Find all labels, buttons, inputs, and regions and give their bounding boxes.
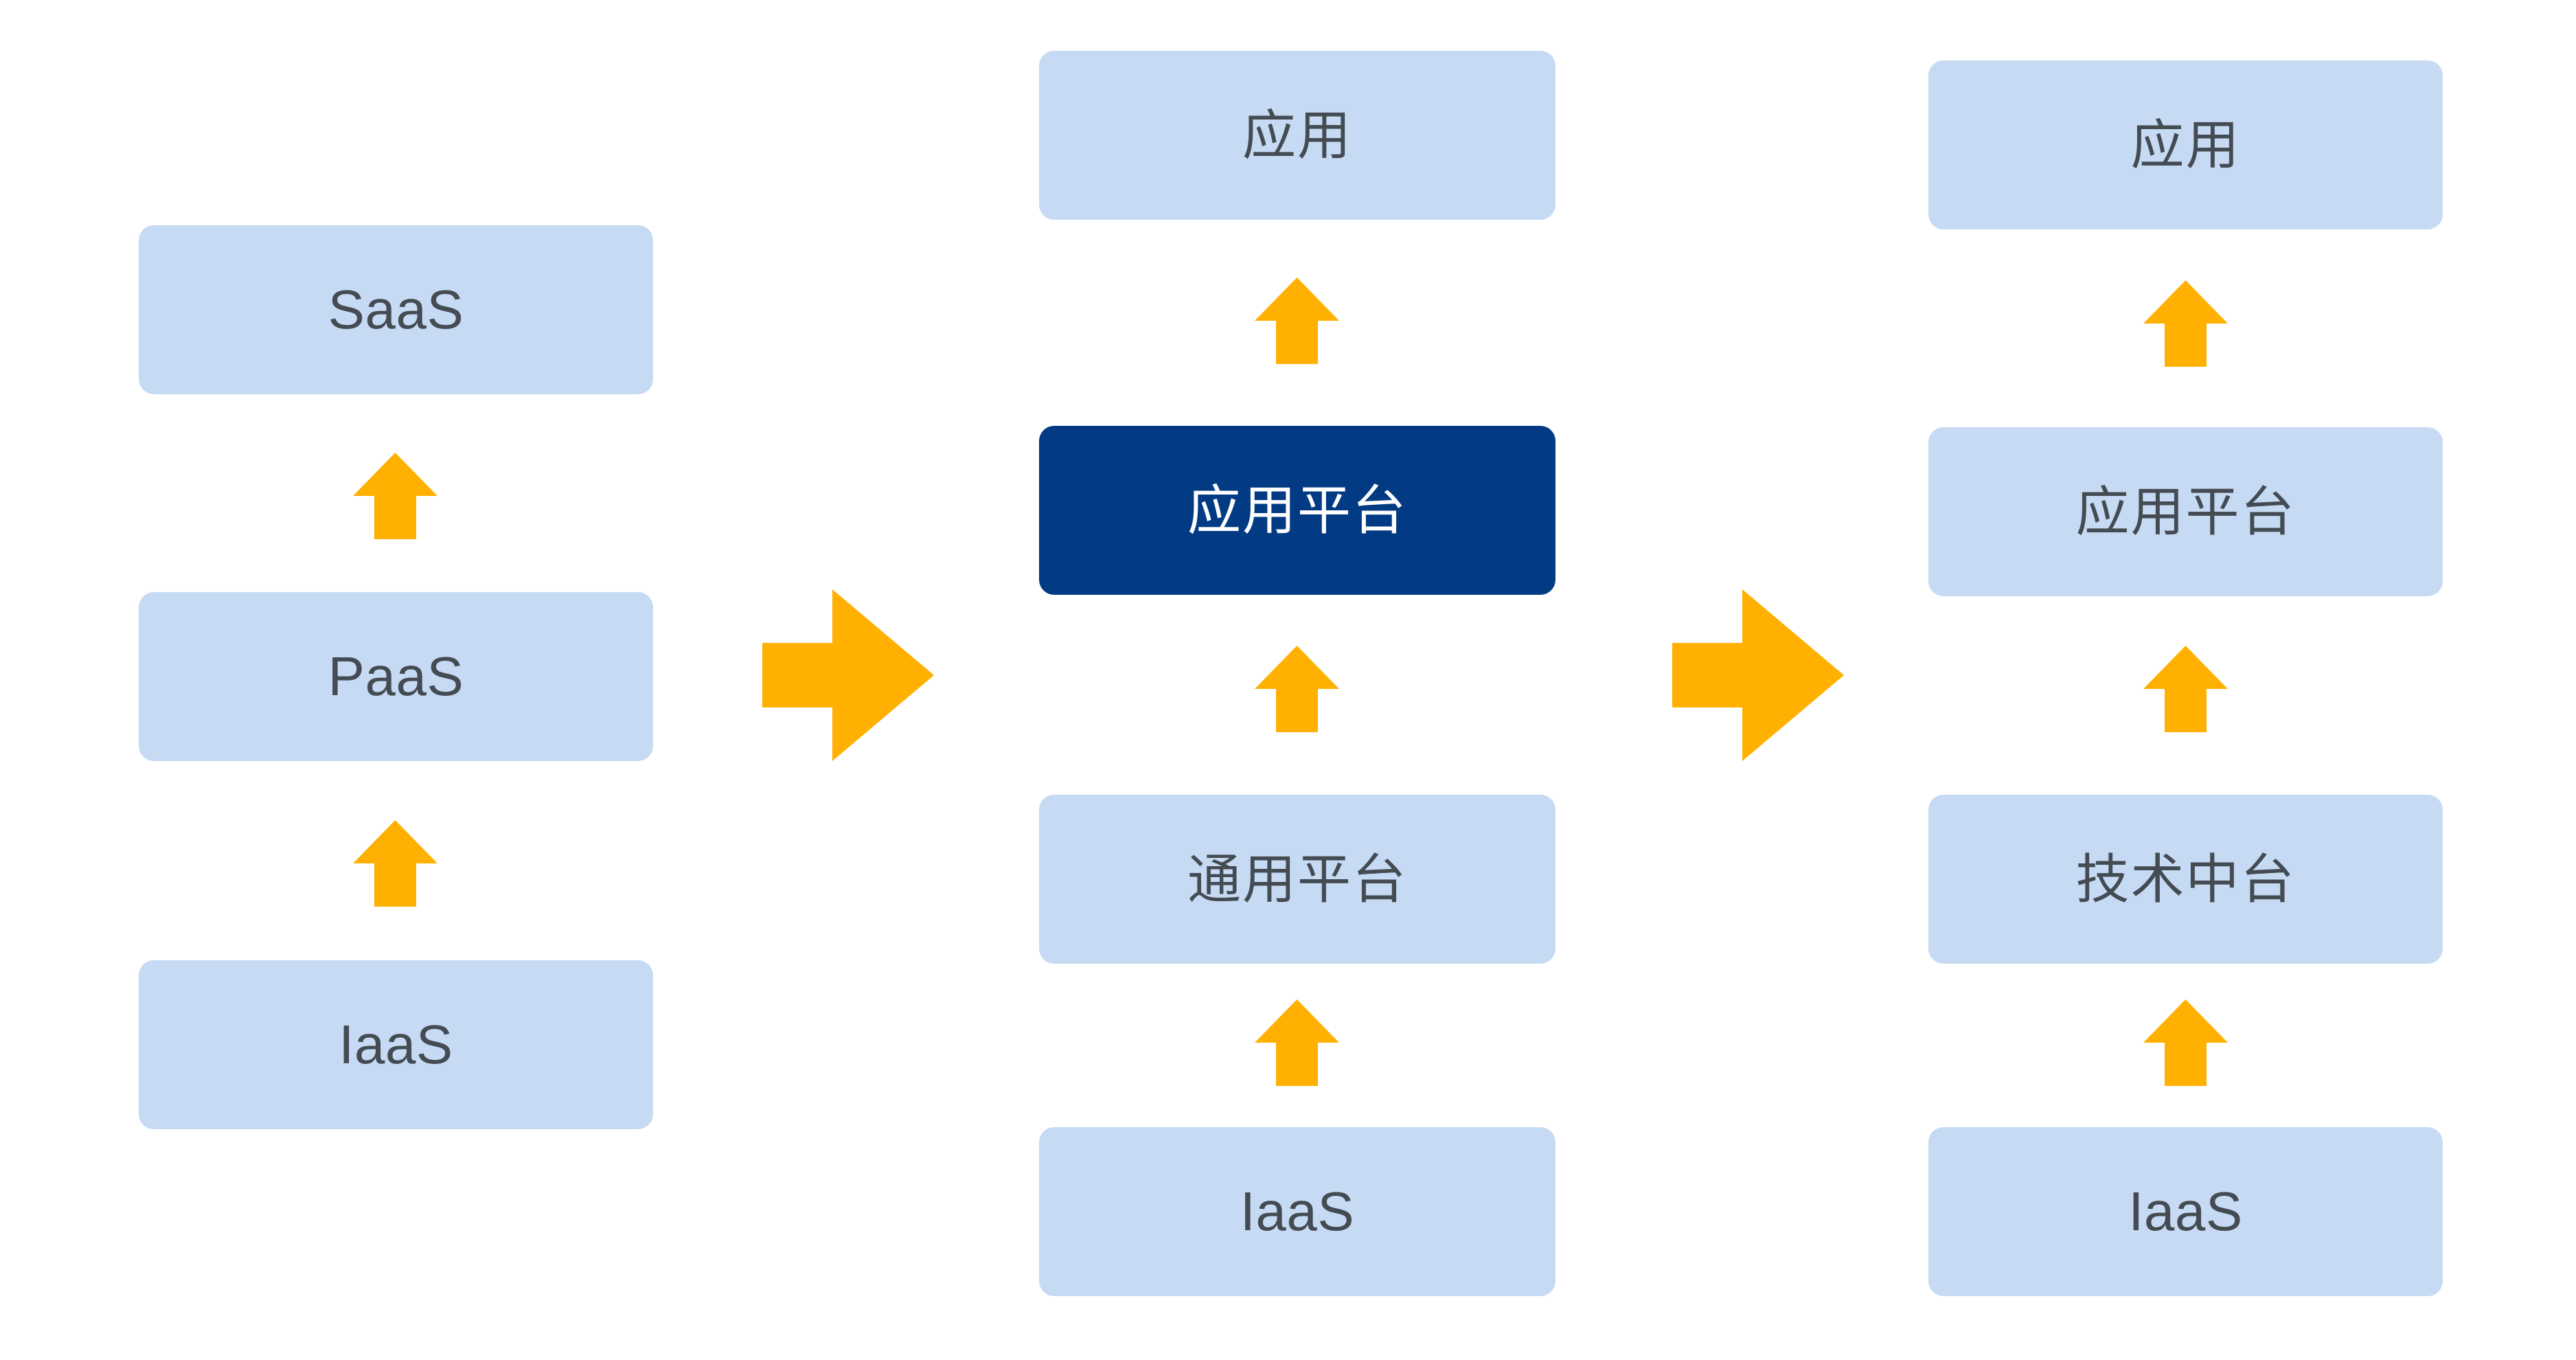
box-application-col2-label: 应用: [1242, 105, 1352, 166]
box-tech-middle-platform-col3[interactable]: 技术中台: [1928, 795, 2443, 964]
box-paas[interactable]: PaaS: [139, 592, 653, 761]
up-arrow-iaas-to-techplatform-col3: [2143, 999, 2228, 1086]
box-application-platform-col2-label: 应用平台: [1187, 480, 1407, 541]
box-iaas-col1-label: IaaS: [339, 1014, 453, 1075]
box-application-col3[interactable]: 应用: [1928, 60, 2443, 229]
up-arrow-iaas-to-paas: [353, 820, 437, 907]
box-iaas-col3[interactable]: IaaS: [1928, 1127, 2443, 1296]
up-arrow-appplatform-to-application-col2: [1255, 277, 1339, 364]
up-arrow-generalplatform-to-appplatform-col2: [1255, 646, 1339, 732]
up-arrow-techplatform-to-appplatform-col3: [2143, 646, 2228, 732]
box-application-col2[interactable]: 应用: [1039, 51, 1555, 220]
right-arrow-icon-stack1-to-stack2: [762, 589, 934, 761]
box-general-platform-col2-label: 通用平台: [1187, 849, 1407, 909]
box-application-col3-label: 应用: [2130, 115, 2241, 175]
box-paas-label: PaaS: [328, 646, 464, 707]
up-arrow-paas-to-saas: [353, 453, 437, 539]
box-application-platform-col3[interactable]: 应用平台: [1928, 427, 2443, 596]
box-application-platform-col3-label: 应用平台: [2075, 481, 2296, 542]
box-iaas-col2[interactable]: IaaS: [1039, 1127, 1555, 1296]
box-saas-label: SaaS: [328, 279, 464, 340]
box-general-platform-col2[interactable]: 通用平台: [1039, 795, 1555, 964]
box-iaas-col3-label: IaaS: [2128, 1181, 2243, 1242]
box-iaas-col1[interactable]: IaaS: [139, 960, 653, 1129]
box-iaas-col2-label: IaaS: [1240, 1181, 1355, 1242]
up-arrow-iaas-to-generalplatform-col2: [1255, 999, 1339, 1086]
box-tech-middle-platform-col3-label: 技术中台: [2075, 849, 2296, 909]
up-arrow-appplatform-to-application-col3: [2143, 280, 2228, 367]
box-saas[interactable]: SaaS: [139, 225, 653, 394]
box-application-platform-col2[interactable]: 应用平台: [1039, 426, 1555, 595]
right-arrow-icon-stack2-to-stack3: [1672, 589, 1844, 761]
